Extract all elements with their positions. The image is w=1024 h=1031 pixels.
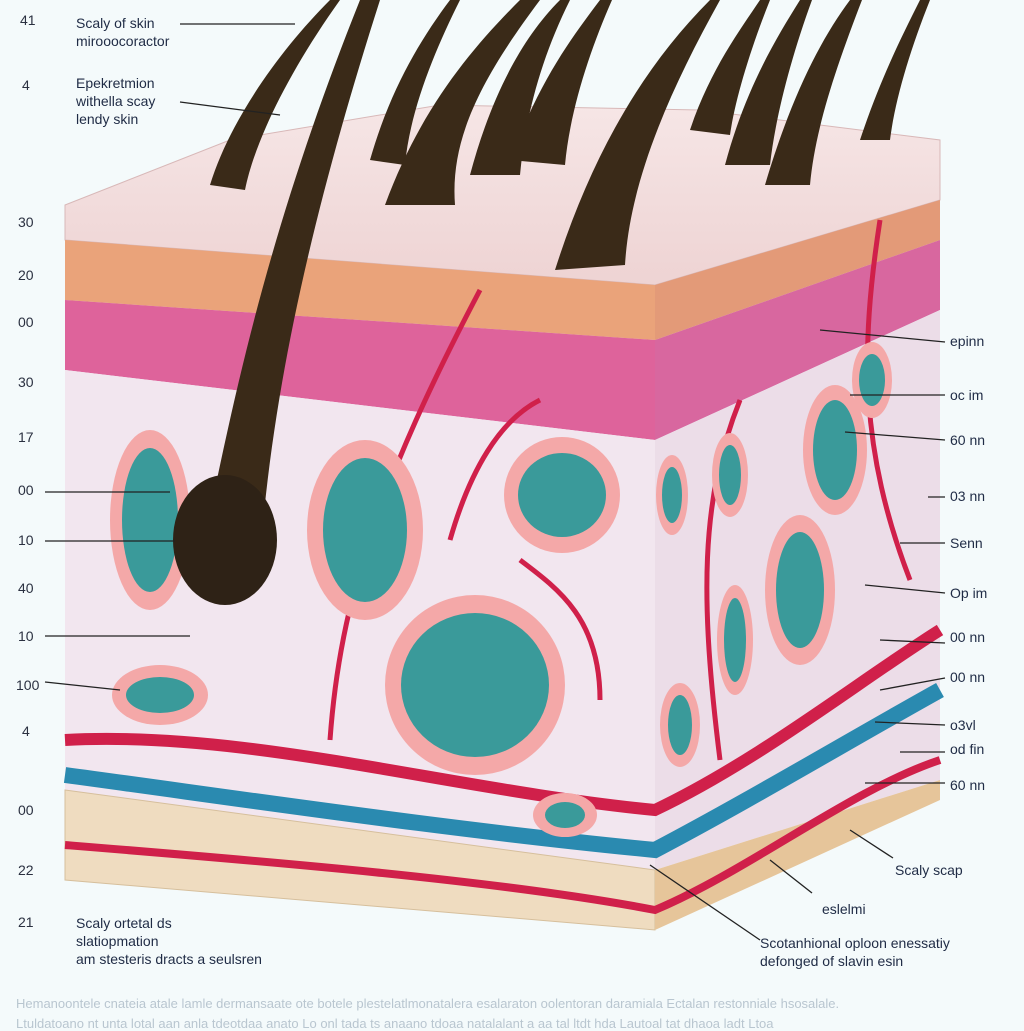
left-number: 4	[22, 723, 30, 739]
left-number: 17	[18, 429, 34, 445]
label-line: mirooocoractor	[76, 33, 170, 49]
nerve-band	[63, 683, 944, 859]
left-number: 10	[18, 532, 34, 548]
leader-lines	[44, 23, 946, 941]
artery-band	[64, 624, 944, 817]
label-line: Scaly ortetal ds	[76, 915, 172, 931]
label-scaly-skin: Scaly of skin mirooocoractor	[76, 14, 169, 50]
right-label: 00 nn	[950, 629, 986, 645]
left-number: 41	[20, 12, 36, 28]
right-face-fat	[655, 780, 940, 930]
right-label: 60 nn	[950, 777, 986, 793]
right-label: epinn	[950, 333, 985, 349]
caption-line-1: Hemanoontele cnateia atale lamle dermans…	[16, 996, 840, 1011]
left-number: 00	[18, 314, 34, 330]
stratum-orange-layer	[65, 240, 655, 340]
left-number: 00	[18, 802, 34, 818]
label-bottom-right-note: Scotanhional oploon enessatiy defonged o…	[760, 934, 950, 970]
right-label: 00 nn	[950, 669, 986, 685]
right-label: 60 nn	[950, 432, 986, 448]
right-label: oc im	[950, 387, 984, 403]
right-label: Op im	[950, 585, 988, 601]
label-line: lendy skin	[76, 111, 139, 127]
label-line: withella scay	[76, 93, 156, 109]
left-number: 21	[18, 914, 34, 930]
left-number: 4	[22, 77, 30, 93]
right-face-orange	[655, 200, 940, 340]
left-number: 40	[18, 580, 34, 596]
left-number: 100	[16, 677, 40, 693]
label-scaly-scap: Scaly scap	[895, 862, 963, 878]
right-label: 03 nn	[950, 488, 986, 504]
pink-dermal-layer	[65, 300, 655, 440]
label-line: am stesteris dracts a seulsren	[76, 951, 262, 967]
label-eslelmi: eslelmi	[822, 901, 866, 917]
left-number: 30	[18, 374, 34, 390]
right-label: o3vl	[950, 717, 976, 733]
label-line: defonged of slavin esin	[760, 953, 904, 969]
right-label: Senn	[950, 535, 983, 551]
label-line: Scaly of skin	[76, 15, 155, 31]
label-line: Scotanhional oploon enessatiy	[760, 935, 950, 951]
label-line: Epekretmion	[76, 75, 155, 91]
label-epidermis: Epekretmion withella scay lendy skin	[76, 74, 155, 128]
right-label: od fin	[950, 741, 985, 757]
hair-shafts	[173, 0, 930, 605]
label-bottom-left-note: Scaly ortetal ds slatiopmation am steste…	[76, 914, 262, 968]
glands	[110, 342, 892, 837]
left-number: 30	[18, 214, 34, 230]
left-number: 00	[18, 482, 34, 498]
label-line: slatiopmation	[76, 933, 159, 949]
left-number: 22	[18, 862, 34, 878]
artery-lower	[64, 756, 942, 915]
left-number: 20	[18, 267, 34, 283]
left-number: 10	[18, 628, 34, 644]
